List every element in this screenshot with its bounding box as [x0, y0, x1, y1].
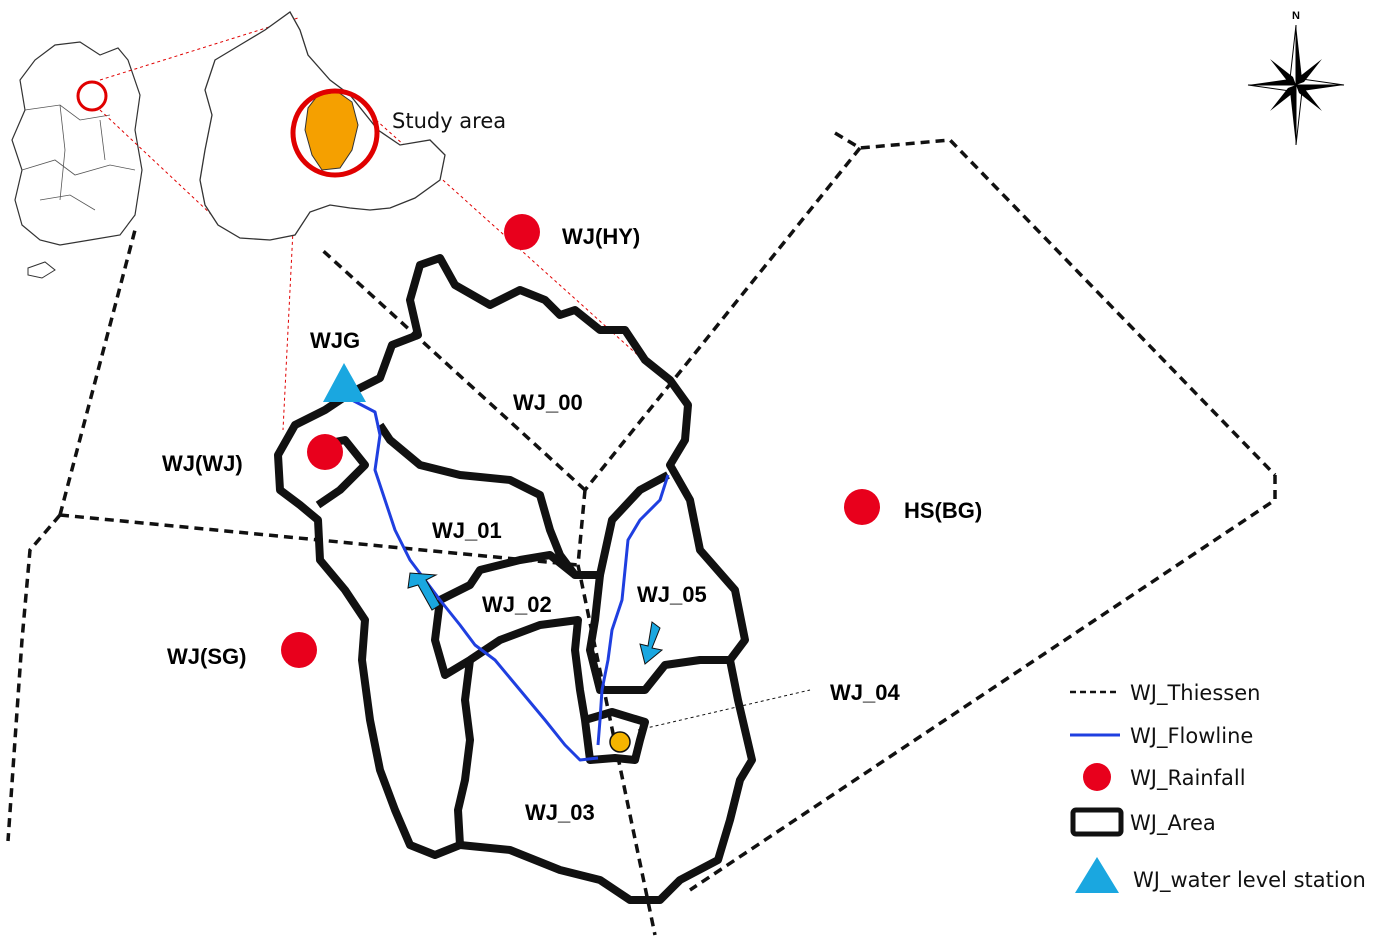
subbasin-label-wj01: WJ_01: [432, 518, 502, 543]
basin-outer-boundary: [274, 254, 756, 904]
subbasin-labels: WJ_00 WJ_01 WJ_02 WJ_03 WJ_04 WJ_05: [432, 390, 900, 825]
legend-label-area: WJ_Area: [1130, 811, 1216, 836]
thiessen-lines: [6, 131, 1277, 936]
wj03-boundary: [454, 659, 474, 846]
wj00-boundary: [376, 422, 670, 579]
korea-inset-map: [11, 41, 143, 279]
legend-red-circle-icon: [1083, 763, 1111, 791]
korea-locator-circle: [76, 80, 108, 112]
rainfall-stations: WJ(HY) WJ(WJ) HS(BG) WJ(SG): [162, 214, 982, 669]
study-area-circle: [290, 88, 380, 178]
water-level-station-label: WJG: [310, 328, 360, 353]
rainfall-label-wj-hy: WJ(HY): [562, 224, 640, 249]
subbasin-label-wj04: WJ_04: [830, 680, 900, 705]
rainfall-station-wj-sg: [281, 632, 317, 668]
legend: WJ_Thiessen WJ_Flowline WJ_Rainfall WJ_A…: [1070, 681, 1366, 893]
rainfall-label-wj-wj: WJ(WJ): [162, 451, 243, 476]
outlet-point: [609, 731, 631, 753]
subbasin-label-wj02: WJ_02: [482, 592, 552, 617]
legend-item-area: WJ_Area: [1070, 807, 1216, 837]
north-label: N: [1292, 10, 1300, 22]
flow-arrow-north: [407, 572, 441, 611]
rainfall-label-hs-bg: HS(BG): [904, 498, 982, 523]
rainfall-station-wj-hy: [504, 214, 540, 250]
wj05-boundary: [586, 574, 730, 694]
legend-blue-triangle-icon: [1075, 857, 1119, 893]
water-level-station-triangle: [323, 363, 366, 402]
subbasin-label-wj00: WJ_00: [513, 390, 583, 415]
legend-item-flowline: WJ_Flowline: [1070, 724, 1253, 749]
subbasin-label-wj05: WJ_05: [637, 582, 707, 607]
flow-arrow-south: [639, 621, 664, 665]
wj02-boundary: [431, 599, 589, 721]
province-inset-map: Study area: [199, 11, 506, 241]
subbasin-boundaries: [274, 254, 756, 904]
flowline-east: [596, 474, 670, 746]
legend-item-thiessen: WJ_Thiessen: [1070, 681, 1260, 706]
legend-label-thiessen: WJ_Thiessen: [1130, 681, 1260, 706]
subbasin-label-wj03: WJ_03: [525, 800, 595, 825]
legend-item-rainfall: WJ_Rainfall: [1083, 763, 1246, 791]
legend-label-water-level: WJ_water level station: [1133, 868, 1366, 893]
study-area-label: Study area: [392, 109, 506, 133]
legend-item-water-level: WJ_water level station: [1075, 857, 1366, 893]
legend-black-box-icon: [1070, 807, 1124, 837]
wj01-boundary: [438, 551, 578, 604]
rainfall-label-wj-sg: WJ(SG): [167, 644, 246, 669]
flowline-main: [351, 398, 599, 762]
legend-label-flowline: WJ_Flowline: [1130, 724, 1253, 749]
flow-arrows: [407, 572, 664, 665]
flowlines: [351, 398, 670, 762]
wj04-leader-line: [637, 689, 811, 731]
rainfall-station-hs-bg: [844, 489, 880, 525]
compass-rose-icon: N: [1247, 10, 1345, 146]
rainfall-station-wj-wj: [307, 434, 343, 470]
legend-label-rainfall: WJ_Rainfall: [1130, 766, 1246, 791]
study-area-shape: [304, 91, 359, 171]
